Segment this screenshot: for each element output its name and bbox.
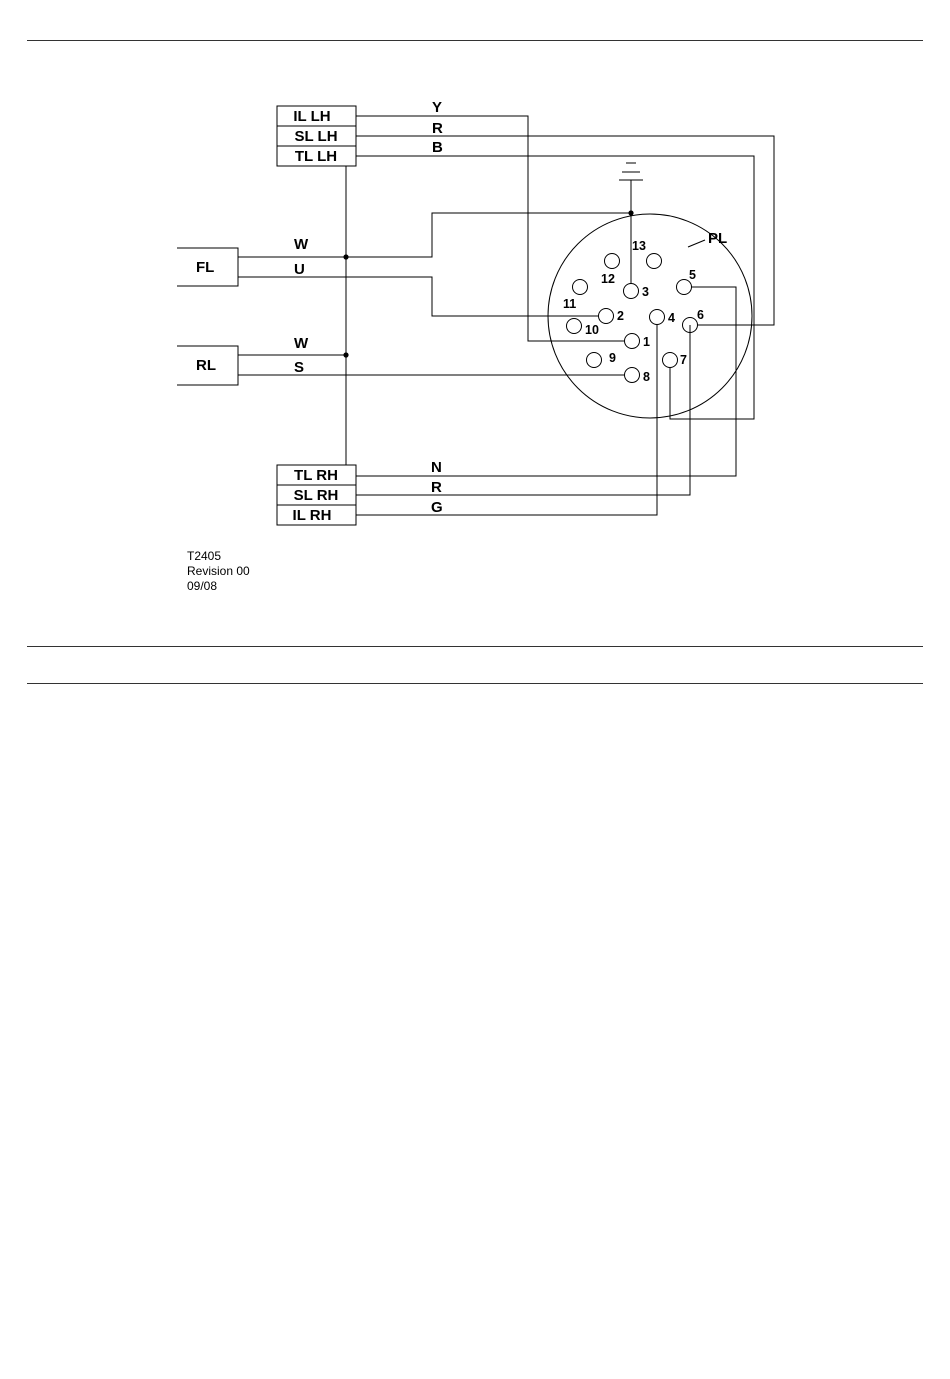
pin-12: 12 [601, 254, 620, 287]
pin-10: 10 [567, 319, 599, 338]
lamp-box-sl-lh: SL LH [277, 126, 356, 146]
pin-13: 13 [632, 239, 662, 269]
svg-text:7: 7 [680, 353, 687, 367]
diagram-id: T2405 [187, 549, 250, 564]
wire-code-rl-top: W [294, 335, 309, 352]
svg-text:11: 11 [563, 297, 576, 311]
connector-label: PL [708, 230, 727, 247]
svg-text:3: 3 [642, 285, 649, 299]
wire-tl-rh [356, 287, 736, 476]
diagram-revision: Revision 00 [187, 564, 250, 579]
lamp-label-sl-rh: SL RH [294, 487, 339, 504]
diagram-caption: T2405 Revision 00 09/08 [187, 549, 250, 594]
pin-1: 1 [625, 334, 651, 350]
pin-2: 2 [599, 309, 625, 324]
wire-code-fl-bottom: U [294, 261, 305, 278]
pin-3: 3 [624, 284, 650, 300]
lamp-label-tl-rh: TL RH [294, 467, 338, 484]
pin-11: 11 [563, 280, 588, 312]
lamp-box-sl-rh: SL RH [277, 485, 356, 505]
svg-text:2: 2 [617, 309, 624, 323]
lamp-label-rl: RL [196, 357, 216, 374]
connector-leader [688, 240, 705, 247]
svg-text:6: 6 [697, 308, 704, 322]
diagram-date: 09/08 [187, 579, 250, 594]
lamp-box-tl-rh: TL RH [277, 465, 356, 485]
pin-8: 8 [625, 368, 651, 385]
svg-text:13: 13 [632, 239, 646, 253]
svg-text:12: 12 [601, 272, 615, 286]
lamp-box-rl: RL [177, 346, 238, 385]
svg-text:1: 1 [643, 335, 650, 349]
wire-code-rl-bottom: S [294, 359, 304, 376]
wire-fl-bottom [238, 277, 598, 316]
lamp-label-tl-lh: TL LH [295, 148, 337, 165]
wire-il-lh [356, 116, 624, 341]
lamp-label-il-rh: IL RH [293, 507, 332, 524]
svg-text:5: 5 [689, 268, 696, 282]
svg-text:10: 10 [585, 323, 599, 337]
wire-code-sl-lh: R [432, 120, 443, 137]
pin-9: 9 [587, 351, 617, 368]
svg-text:9: 9 [609, 351, 616, 365]
pin-6: 6 [683, 308, 705, 333]
pin-4: 4 [650, 310, 676, 326]
lamp-box-fl: FL [177, 248, 238, 286]
wire-code-sl-rh: R [431, 479, 442, 496]
wiring-diagram: PL IL LH SL LH TL LH TL RH SL RH IL RH F… [0, 0, 950, 700]
pin-5: 5 [677, 268, 697, 295]
wire-code-fl-top: W [294, 236, 309, 253]
lamp-label-fl: FL [196, 259, 214, 276]
lamp-label-sl-lh: SL LH [294, 128, 337, 145]
lamp-box-tl-lh: TL LH [277, 146, 356, 166]
wire-code-tl-lh: B [432, 139, 443, 156]
wire-code-il-lh: Y [432, 99, 442, 116]
svg-text:8: 8 [643, 370, 650, 384]
svg-text:4: 4 [668, 311, 675, 325]
lamp-box-il-rh: IL RH [277, 505, 356, 525]
lamp-label-il-lh: IL LH [293, 108, 330, 125]
wire-sl-rh [356, 325, 690, 495]
ground-icon [619, 163, 643, 213]
wire-code-il-rh: G [431, 499, 443, 516]
pin-7: 7 [663, 353, 688, 368]
wire-code-tl-rh: N [431, 459, 442, 476]
lamp-box-il-lh: IL LH [277, 106, 356, 126]
